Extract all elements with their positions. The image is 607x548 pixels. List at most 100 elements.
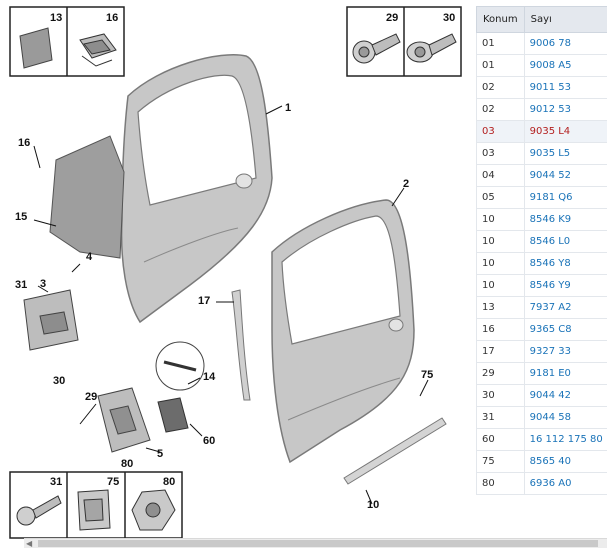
cell-position: 01 — [477, 33, 525, 55]
cell-ref-link[interactable]: 7937 A2 — [524, 297, 607, 319]
cell-position: 75 — [477, 451, 525, 473]
callout-75[interactable]: 75 — [421, 369, 433, 381]
door-front-rear-1 — [122, 55, 272, 322]
cell-ref-link[interactable]: 8546 Y8 — [524, 253, 607, 275]
table-header-row: Konum Sayı — [477, 7, 607, 33]
cell-ref-link[interactable]: 9181 E0 — [524, 363, 607, 385]
cell-position: 03 — [477, 143, 525, 165]
cell-ref-link[interactable]: 9035 L5 — [524, 143, 607, 165]
cable-14 — [156, 342, 204, 390]
scroll-thumb[interactable] — [38, 540, 598, 547]
inset-31-75-80: 31 75 80 — [10, 472, 182, 538]
inset-label-13[interactable]: 13 — [50, 12, 62, 24]
inset-label-16[interactable]: 16 — [106, 12, 118, 24]
inset-label-30[interactable]: 30 — [443, 12, 455, 24]
cell-ref-link[interactable]: 9035 L4 — [524, 121, 607, 143]
clip-75-icon — [78, 490, 110, 530]
cell-position: 02 — [477, 77, 525, 99]
callout-29[interactable]: 29 — [85, 391, 97, 403]
callout-5[interactable]: 5 — [157, 448, 163, 460]
callout-3[interactable]: 3 — [40, 278, 46, 290]
cell-position: 10 — [477, 231, 525, 253]
cell-position: 30 — [477, 385, 525, 407]
door-2 — [272, 200, 414, 462]
cell-ref-link[interactable]: 8546 L0 — [524, 231, 607, 253]
callout-15[interactable]: 15 — [15, 211, 27, 223]
cell-ref-link[interactable]: 8565 40 — [524, 451, 607, 473]
callout-14[interactable]: 14 — [203, 371, 216, 383]
cell-ref-link[interactable]: 9181 Q6 — [524, 187, 607, 209]
cell-position: 60 — [477, 429, 525, 451]
cell-position: 10 — [477, 275, 525, 297]
cell-ref-link[interactable]: 9011 53 — [524, 77, 607, 99]
seal-17 — [232, 290, 250, 400]
cell-ref-link[interactable]: 9044 42 — [524, 385, 607, 407]
trim-strip-10 — [344, 418, 446, 484]
parts-diagram: 13 16 29 30 31 75 80 — [0, 0, 470, 540]
callout-60[interactable]: 60 — [203, 435, 215, 447]
cell-ref-link[interactable]: 9012 53 — [524, 99, 607, 121]
cell-ref-link[interactable]: 6936 A0 — [524, 473, 607, 495]
cell-ref-link[interactable]: 9006 78 — [524, 33, 607, 55]
cell-position: 01 — [477, 55, 525, 77]
cell-ref-link[interactable]: 9044 58 — [524, 407, 607, 429]
cell-ref-link[interactable]: 9044 52 — [524, 165, 607, 187]
header-position[interactable]: Konum — [477, 7, 525, 33]
inset-label-29[interactable]: 29 — [386, 12, 398, 24]
cell-position: 29 — [477, 363, 525, 385]
callout-80[interactable]: 80 — [121, 458, 133, 470]
callout-4[interactable]: 4 — [86, 251, 93, 263]
cell-ref-link[interactable]: 16 112 175 80 — [524, 429, 607, 451]
cell-position: 02 — [477, 99, 525, 121]
cell-position: 80 — [477, 473, 525, 495]
callout-17[interactable]: 17 — [198, 295, 210, 307]
cell-position: 04 — [477, 165, 525, 187]
cell-ref-link[interactable]: 8546 K9 — [524, 209, 607, 231]
callout-30[interactable]: 30 — [53, 375, 65, 387]
cell-position: 31 — [477, 407, 525, 429]
cell-position: 10 — [477, 253, 525, 275]
callout-10[interactable]: 10 — [367, 499, 379, 511]
callout-1[interactable]: 1 — [285, 102, 291, 114]
cell-ref-link[interactable]: 9008 A5 — [524, 55, 607, 77]
cell-position: 05 — [477, 187, 525, 209]
cell-ref-link[interactable]: 9365 C8 — [524, 319, 607, 341]
cell-position: 03 — [477, 121, 525, 143]
lock-5 — [98, 388, 150, 452]
cell-position: 16 — [477, 319, 525, 341]
cell-ref-link[interactable]: 9327 33 — [524, 341, 607, 363]
callout-31[interactable]: 31 — [15, 279, 27, 291]
callout-2[interactable]: 2 — [403, 178, 409, 190]
cell-ref-link[interactable]: 8546 Y9 — [524, 275, 607, 297]
cell-position: 17 — [477, 341, 525, 363]
inset-label-31[interactable]: 31 — [50, 476, 62, 488]
inset-label-75[interactable]: 75 — [107, 476, 119, 488]
header-ref[interactable]: Sayı — [524, 7, 607, 33]
inset-label-80[interactable]: 80 — [163, 476, 175, 488]
hinge-3 — [24, 290, 78, 350]
callout-16[interactable]: 16 — [18, 137, 30, 149]
